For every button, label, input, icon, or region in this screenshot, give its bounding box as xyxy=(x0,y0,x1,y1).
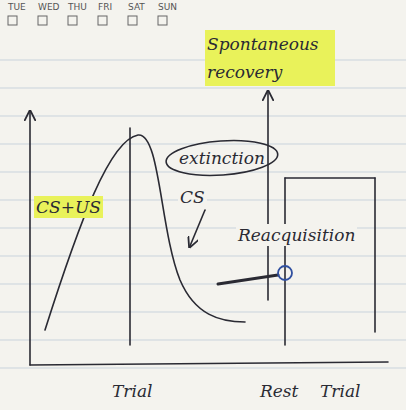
trial-divider xyxy=(129,128,131,345)
weekday: THU xyxy=(66,2,89,13)
weekday: SUN xyxy=(156,2,179,13)
top-line xyxy=(285,177,375,179)
reacquisition-circle xyxy=(278,266,292,280)
cs-label: CS xyxy=(178,186,207,208)
trial-divider xyxy=(374,178,376,332)
rest-divider xyxy=(284,178,286,345)
reacquisition-label: Reacquisition xyxy=(236,224,357,246)
recovery-arrow xyxy=(267,92,269,300)
weekday: SAT xyxy=(126,2,147,13)
cs-us-label: CS+US xyxy=(34,196,103,218)
circled-term: extinction xyxy=(165,140,279,176)
axis-label: Trial xyxy=(318,380,362,402)
node-text: extinction xyxy=(179,147,265,169)
ruled-lines xyxy=(0,60,406,368)
weekday: WED xyxy=(36,2,62,13)
x-axis xyxy=(30,362,388,365)
reacquisition-line xyxy=(218,275,278,284)
recovery-title: Spontaneous recovery xyxy=(205,30,335,86)
y-axis xyxy=(29,112,31,365)
axis-label: Rest xyxy=(258,380,300,402)
weekday: FRI xyxy=(96,2,114,13)
axis-label: Trial xyxy=(110,380,154,402)
cs-arrow xyxy=(190,210,205,246)
weekday: TUE xyxy=(6,2,28,13)
day-boxes xyxy=(8,16,167,25)
